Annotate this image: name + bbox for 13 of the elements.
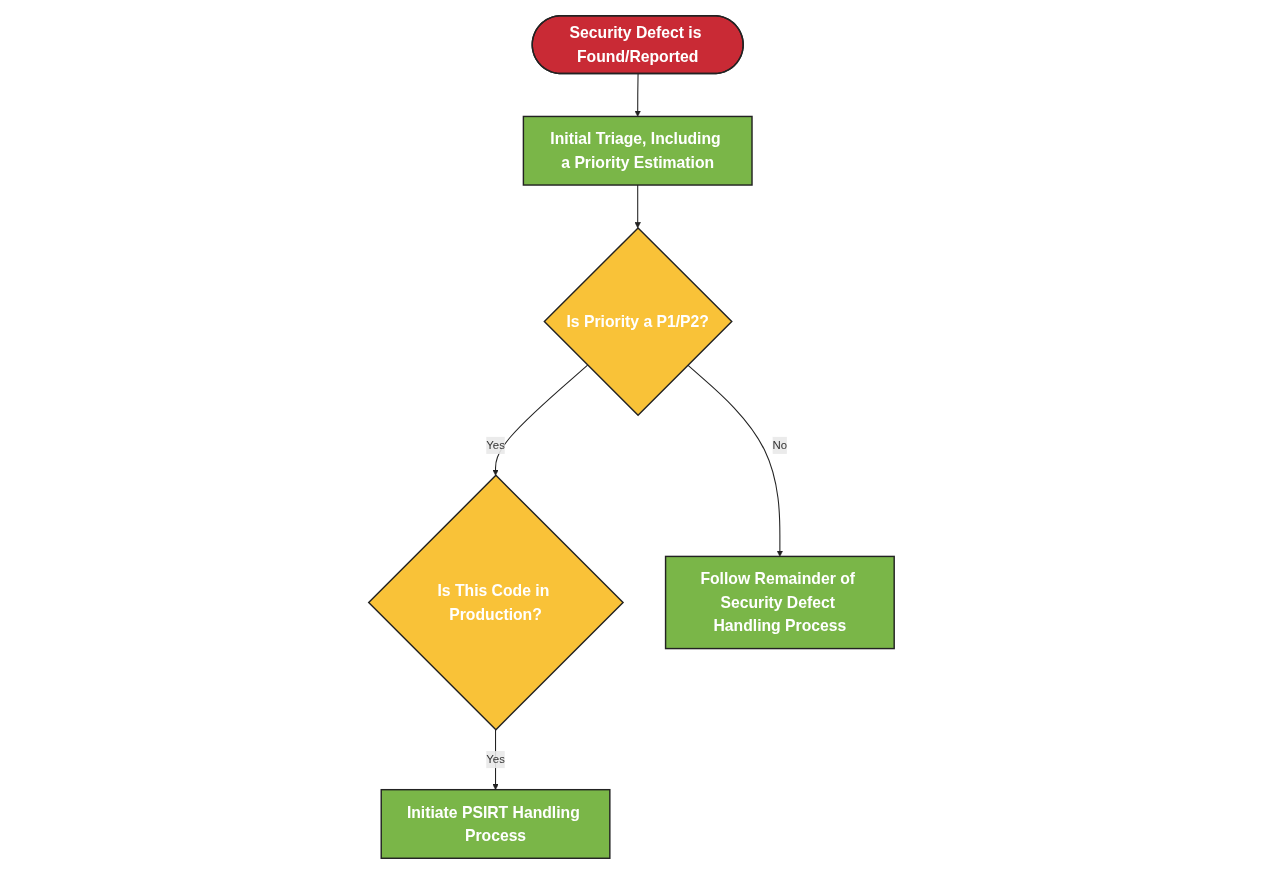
node-diamond: Is This Code in Production? (367, 474, 625, 731)
arrow (634, 73, 641, 117)
arrow (634, 184, 641, 229)
arrow (687, 364, 784, 557)
arrow (492, 364, 589, 476)
node-box: Initial Triage, Including a Priority Estimation (522, 115, 753, 186)
node-diamond: Is Priority a P1/P2? (543, 226, 733, 417)
edge-label: Yes (486, 753, 505, 766)
node-box: Follow Remainder of Security Defect Handling Process (664, 555, 895, 650)
edge-label: No (772, 438, 788, 452)
arrow (492, 729, 499, 790)
node-box: Initiate PSIRT Handling Process (380, 788, 611, 859)
edge-label: Yes (486, 438, 505, 452)
